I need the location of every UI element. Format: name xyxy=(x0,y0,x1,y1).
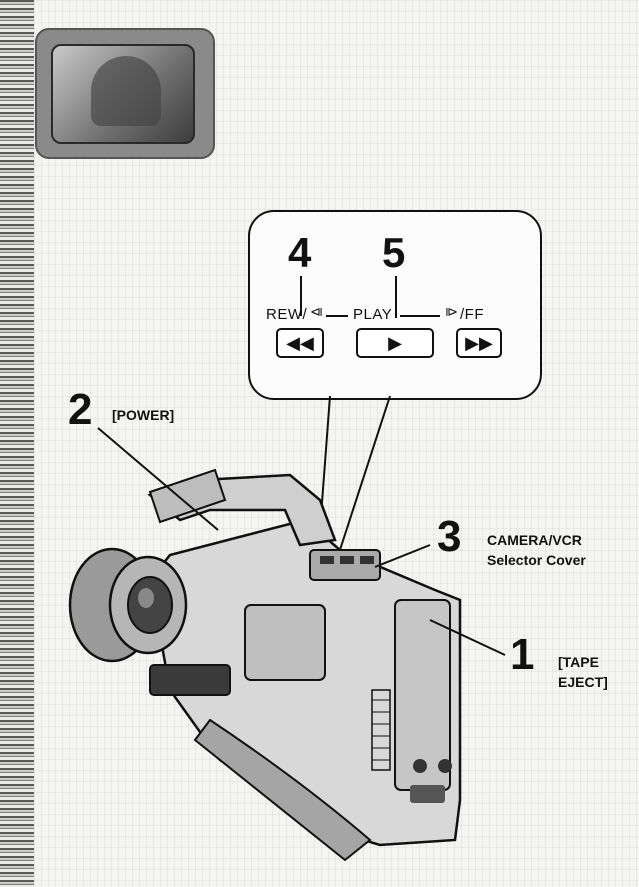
power-label: [POWER] xyxy=(112,407,174,423)
step-number-3: 3 xyxy=(437,512,461,562)
selector-label-line1: CAMERA/VCR xyxy=(487,532,582,548)
control-button xyxy=(320,556,334,564)
step-number-1: 1 xyxy=(510,630,534,680)
jack-port xyxy=(438,759,452,773)
selector-leader-line xyxy=(375,545,430,567)
control-button xyxy=(360,556,374,564)
connector-panel xyxy=(410,785,445,803)
selector-label-line2: Selector Cover xyxy=(487,552,586,568)
brand-panel xyxy=(150,665,230,695)
lens-highlight xyxy=(138,588,154,608)
side-panel xyxy=(245,605,325,680)
step-number-2: 2 xyxy=(68,385,92,435)
eject-label-line1: [TAPE xyxy=(558,654,599,670)
callout-pointer-line xyxy=(338,396,390,556)
eject-label-line2: EJECT] xyxy=(558,674,608,690)
jack-port xyxy=(413,759,427,773)
top-control-area xyxy=(310,550,380,580)
control-button xyxy=(340,556,354,564)
